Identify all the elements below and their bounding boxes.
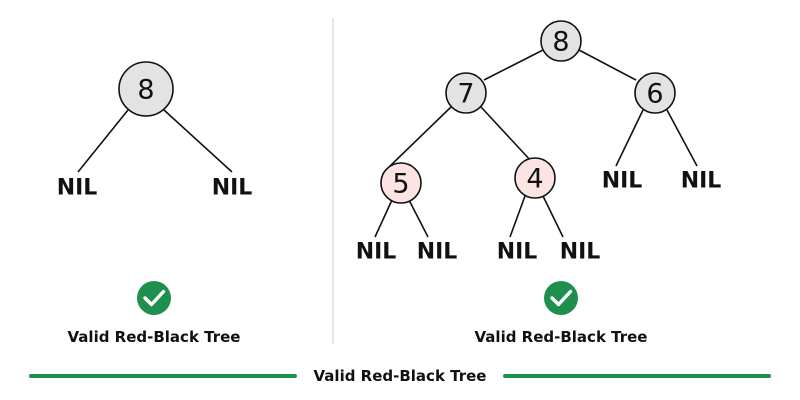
nil-leaf: NIL — [212, 176, 253, 201]
node-6-circle — [634, 72, 676, 114]
node-4-circle — [514, 157, 556, 199]
nil-leaf: NIL — [356, 240, 397, 265]
edge-8-to-nil-left — [77, 109, 129, 173]
node-8-label: 8 — [137, 75, 154, 106]
tree-node-8: 8 — [540, 20, 582, 62]
right-tree-panel: 8 7 6 5 4 NIL NIL NIL NIL NIL NIL — [356, 20, 722, 346]
tree-node-7: 7 — [445, 72, 487, 114]
edge-4-to-nil-left — [509, 195, 526, 238]
edge-8-to-nil-right — [163, 109, 233, 173]
edge-6-to-nil-right — [666, 109, 698, 167]
node-5-label: 5 — [392, 169, 409, 200]
left-tree-panel: 8 NIL NIL Valid Red-Black Tree — [57, 61, 253, 346]
node-7-label: 7 — [457, 79, 474, 110]
node-5-circle — [380, 162, 422, 204]
node-6-label: 6 — [646, 79, 663, 110]
nil-leaf: NIL — [57, 176, 98, 201]
edge-6-to-nil-left — [615, 109, 644, 167]
tree-node-5: 5 — [380, 162, 422, 204]
node-8-circle — [118, 61, 174, 117]
edge-8-to-7 — [483, 49, 544, 81]
node-8-label: 8 — [552, 27, 569, 58]
nil-leaf: NIL — [560, 240, 601, 265]
tree-node-4: 4 — [514, 157, 556, 199]
edge-5-to-nil-left — [374, 199, 393, 238]
footer-label: Valid Red-Black Tree — [314, 367, 487, 385]
node-8-circle — [540, 20, 582, 62]
left-tree-caption: Valid Red-Black Tree — [68, 328, 241, 346]
check-circle-icon — [544, 281, 578, 315]
node-7-circle — [445, 72, 487, 114]
edge-8-to-6 — [578, 49, 637, 81]
nil-leaf: NIL — [417, 240, 458, 265]
tree-node-6: 6 — [634, 72, 676, 114]
edge-7-to-4 — [480, 106, 533, 163]
edge-4-to-nil-right — [542, 195, 564, 238]
right-tree-caption: Valid Red-Black Tree — [475, 328, 648, 346]
node-4-label: 4 — [526, 164, 543, 195]
nil-leaf: NIL — [602, 169, 643, 194]
edge-5-to-nil-right — [408, 199, 429, 238]
check-circle-icon — [137, 281, 171, 315]
edge-7-to-5 — [387, 106, 452, 169]
footer-banner: Valid Red-Black Tree — [29, 367, 771, 385]
nil-leaf: NIL — [681, 169, 722, 194]
tree-node-8: 8 — [118, 61, 174, 117]
nil-leaf: NIL — [497, 240, 538, 265]
